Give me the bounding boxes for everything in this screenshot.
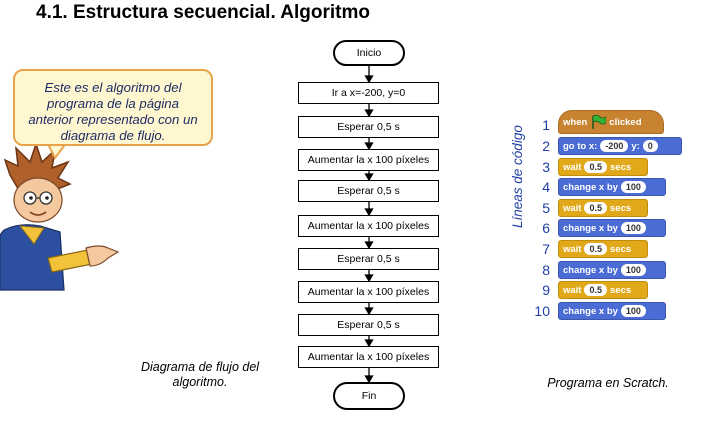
flowchart-end-label: Fin (361, 390, 377, 402)
line-number: 2 (542, 138, 550, 154)
flowchart-step-label: Aumentar la x 100 píxeles (307, 220, 430, 232)
flowchart-arrow-head (364, 75, 374, 84)
cartoon-character-illustration (0, 141, 120, 291)
scratch-wait-input[interactable]: 0.5 (584, 161, 607, 173)
scratch-change-input[interactable]: 100 (620, 181, 646, 193)
scratch-wait-block[interactable]: wait 0.5 secs (558, 199, 648, 217)
flowchart-step-6: Esperar 0,5 s (298, 248, 439, 270)
scratch-goto-label: go to x: (563, 140, 598, 152)
scratch-goto-y-input[interactable]: 0 (642, 140, 658, 152)
scratch-wait-unit: secs (610, 161, 632, 173)
line-number: 7 (542, 241, 550, 257)
flowchart-arrow-head (364, 109, 374, 118)
flowchart-arrow-head (364, 142, 374, 151)
scratch-wait-unit: secs (610, 202, 632, 214)
scratch-wait-unit: secs (610, 284, 632, 296)
flowchart-arrow-head (364, 208, 374, 217)
flowchart-caption: Diagrama de flujo del algoritmo. (140, 360, 260, 389)
scratch-wait-unit: secs (610, 243, 632, 255)
flowchart-arrow-head (364, 375, 374, 384)
flowchart-step-label: Esperar 0,5 s (337, 253, 400, 265)
scratch-change-input[interactable]: 100 (620, 222, 646, 234)
flowchart-arrow-head (364, 307, 374, 316)
flowchart-step-1: Ir a x=-200, y=0 (298, 82, 439, 104)
scratch-wait-input[interactable]: 0.5 (584, 284, 607, 296)
scratch-wait-label: wait (563, 284, 582, 296)
flowchart-step-label: Aumentar la x 100 píxeles (307, 154, 430, 166)
green-flag-icon (592, 115, 607, 129)
page-title: 4.1. Estructura secuencial. Algoritmo (36, 2, 371, 23)
flowchart-end: Fin (333, 382, 405, 410)
scratch-wait-input[interactable]: 0.5 (584, 202, 607, 214)
flowchart-start: Inicio (333, 40, 405, 66)
flowchart-start-label: Inicio (356, 47, 382, 59)
flowchart-step-label: Aumentar la x 100 píxeles (307, 351, 430, 363)
line-number: 10 (534, 303, 550, 319)
scratch-caption: Programa en Scratch. (547, 376, 669, 390)
flowchart-step-label: Aumentar la x 100 píxeles (307, 286, 430, 298)
flowchart-step-4: Esperar 0,5 s (298, 180, 439, 202)
line-number: 1 (542, 117, 550, 133)
flowchart-step-3: Aumentar la x 100 píxeles (298, 149, 439, 171)
scratch-clicked-label: clicked (609, 116, 642, 128)
scratch-change-x-block[interactable]: change x by 100 (558, 302, 666, 320)
flowchart-step-5: Aumentar la x 100 píxeles (298, 215, 439, 237)
flowchart-step-label: Esperar 0,5 s (337, 121, 400, 133)
flowchart-arrow-head (364, 241, 374, 250)
flowchart-step-label: Esperar 0,5 s (337, 319, 400, 331)
scratch-change-label: change x by (563, 222, 618, 234)
scratch-go-to-block[interactable]: go to x: -200 y: 0 (558, 137, 682, 155)
scratch-change-x-block[interactable]: change x by 100 (558, 219, 666, 237)
scratch-wait-block[interactable]: wait 0.5 secs (558, 281, 648, 299)
line-number: 5 (542, 200, 550, 216)
line-number: 6 (542, 220, 550, 236)
scratch-change-label: change x by (563, 305, 618, 317)
scratch-wait-input[interactable]: 0.5 (584, 243, 607, 255)
flowchart-step-label: Esperar 0,5 s (337, 185, 400, 197)
scratch-wait-label: wait (563, 243, 582, 255)
scratch-change-input[interactable]: 100 (620, 305, 646, 317)
scratch-change-label: change x by (563, 264, 618, 276)
flowchart-arrow-head (364, 274, 374, 283)
line-number: 3 (542, 159, 550, 175)
scratch-wait-block[interactable]: wait 0.5 secs (558, 158, 648, 176)
line-number: 4 (542, 179, 550, 195)
scratch-goto-y-label: y: (631, 140, 640, 152)
scratch-when-label: when (563, 116, 588, 128)
flowchart-step-9: Aumentar la x 100 píxeles (298, 346, 439, 368)
scratch-goto-x-input[interactable]: -200 (600, 140, 629, 152)
scratch-change-label: change x by (563, 181, 618, 193)
flowchart-step-8: Esperar 0,5 s (298, 314, 439, 336)
flowchart-step-2: Esperar 0,5 s (298, 116, 439, 138)
speech-bubble-text: Este es el algoritmo del programa de la … (28, 80, 198, 143)
flowchart-arrow-head (364, 173, 374, 182)
flowchart-arrow-head (364, 339, 374, 348)
flowchart-step-label: Ir a x=-200, y=0 (331, 87, 406, 99)
scratch-wait-block[interactable]: wait 0.5 secs (558, 240, 648, 258)
line-number: 8 (542, 262, 550, 278)
flowchart-step-7: Aumentar la x 100 píxeles (298, 281, 439, 303)
scratch-change-x-block[interactable]: change x by 100 (558, 261, 666, 279)
line-number: 9 (542, 282, 550, 298)
scratch-change-input[interactable]: 100 (620, 264, 646, 276)
scratch-wait-label: wait (563, 202, 582, 214)
speech-bubble: Este es el algoritmo del programa de la … (13, 69, 213, 146)
scratch-change-x-block[interactable]: change x by 100 (558, 178, 666, 196)
scratch-wait-label: wait (563, 161, 582, 173)
scratch-when-flag-clicked-block[interactable]: when clicked (558, 110, 664, 134)
